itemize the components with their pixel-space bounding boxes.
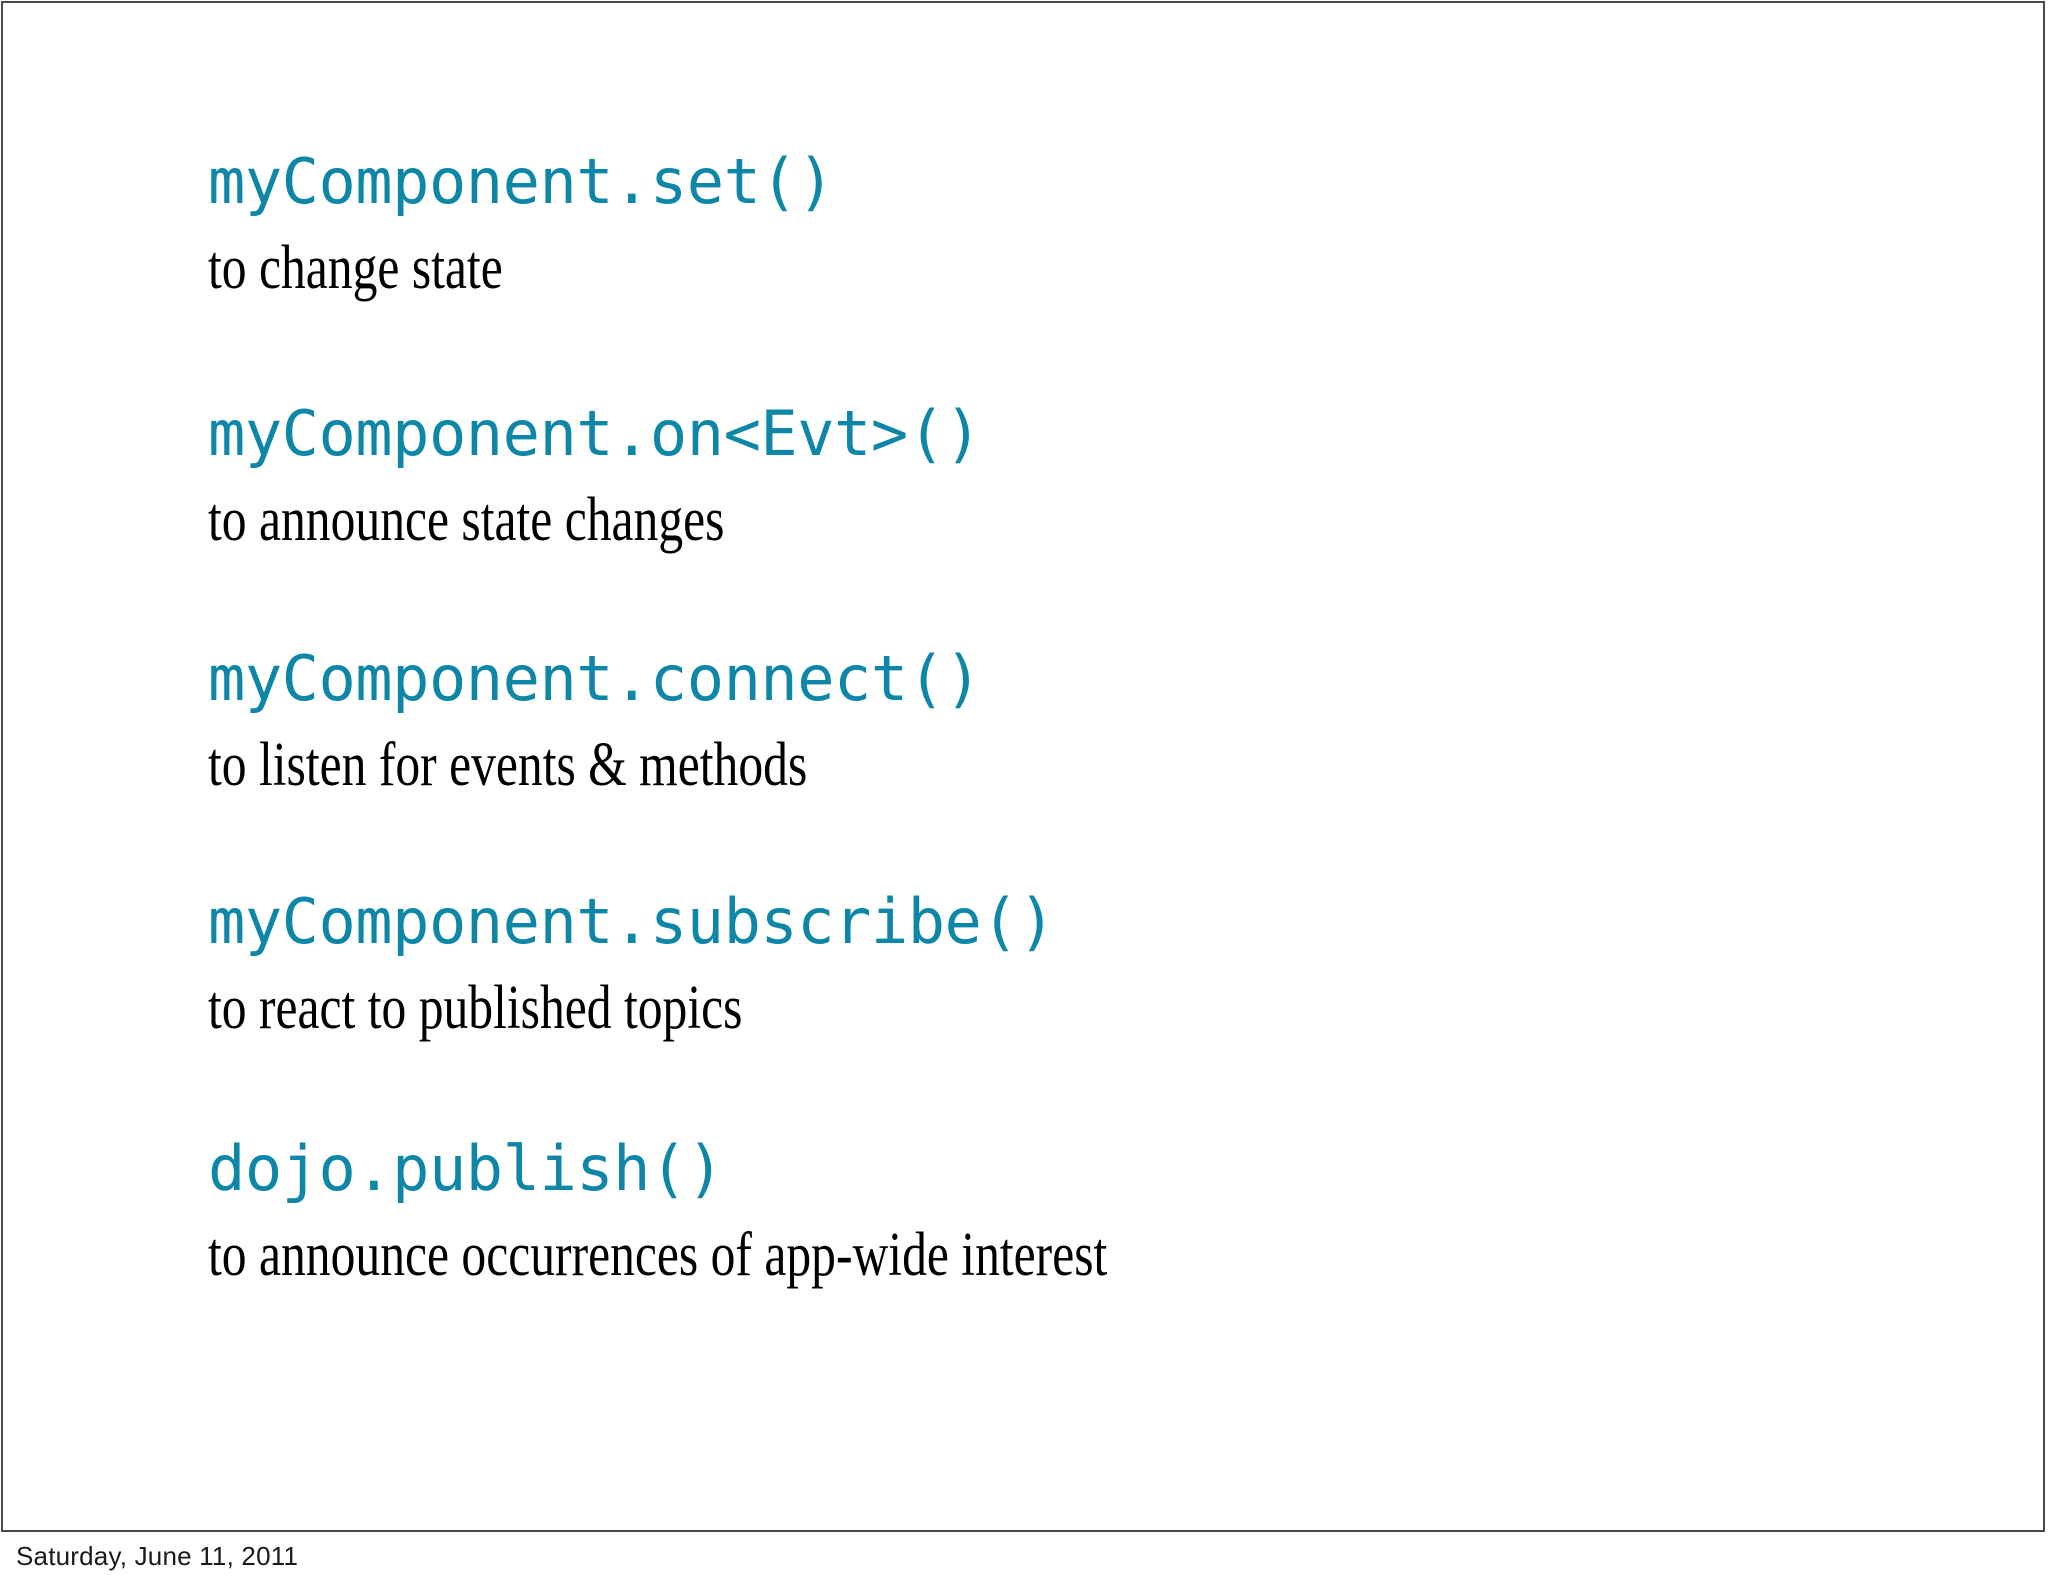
api-description-connect: to listen for events & methods	[208, 731, 808, 799]
slide-frame: myComponent.set() to change state myComp…	[1, 1, 2045, 1532]
api-description-set: to change state	[208, 234, 503, 302]
api-name-publish: dojo.publish()	[208, 1132, 724, 1205]
api-name-set: myComponent.set()	[208, 145, 835, 218]
bullet-block: dojo.publish() to announce occurrences o…	[208, 1132, 1988, 1289]
api-description-on-evt: to announce state changes	[208, 486, 725, 554]
bullet-block: myComponent.subscribe() to react to publ…	[208, 885, 1988, 1042]
bullet-block: myComponent.set() to change state	[208, 145, 1988, 302]
slide-content: myComponent.set() to change state myComp…	[3, 3, 2043, 1530]
footer-date: Saturday, June 11, 2011	[16, 1541, 299, 1571]
bullet-block: myComponent.connect() to listen for even…	[208, 642, 1988, 799]
api-description-subscribe: to react to published topics	[208, 974, 743, 1042]
bullet-block: myComponent.on<Evt>() to announce state …	[208, 397, 1988, 554]
api-name-on-evt: myComponent.on<Evt>()	[208, 397, 982, 470]
api-name-subscribe: myComponent.subscribe()	[208, 885, 1056, 958]
api-name-connect: myComponent.connect()	[208, 642, 982, 715]
api-description-publish: to announce occurrences of app-wide inte…	[208, 1221, 1108, 1289]
